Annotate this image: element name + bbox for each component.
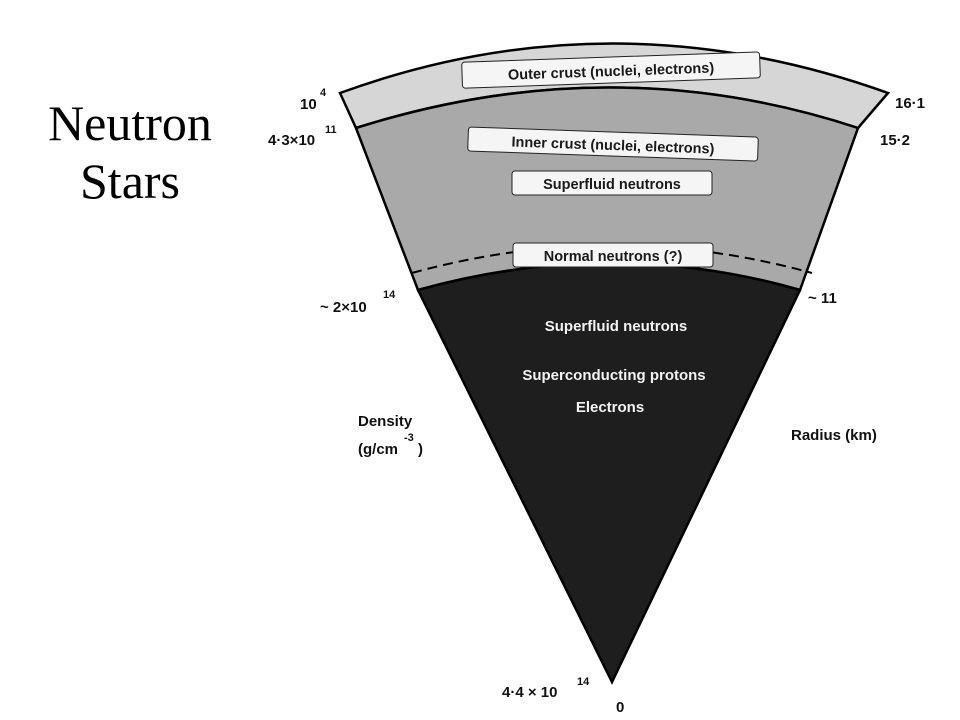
core-label-superconducting: Superconducting protons <box>522 367 705 384</box>
svg-text:4: 4 <box>320 87 327 99</box>
normal-neutrons-label-box: Normal neutrons (?) <box>512 242 714 268</box>
radius-value-3: ~ 11 <box>808 290 837 307</box>
outer-crust-label-box: Outer crust (nuclei, electrons) <box>461 51 761 89</box>
outer-crust-label: Outer crust (nuclei, electrons) <box>508 60 715 83</box>
slide-title: Neutron Stars <box>10 94 250 210</box>
svg-text:11: 11 <box>325 124 337 136</box>
normal-neutrons-boundary <box>411 244 813 274</box>
density-label: Density <box>358 413 413 430</box>
radius-value-2: 15·2 <box>880 132 910 149</box>
title-line-1: Neutron <box>48 95 212 151</box>
svg-text:4·4 × 10: 4·4 × 10 <box>502 684 557 701</box>
inner-crust-label: Inner crust (nuclei, electrons) <box>511 134 715 157</box>
radius-value-4: 0 <box>616 699 624 716</box>
density-value-2: 4·3×10 11 <box>268 124 337 149</box>
density-value-3: ~ 2×10 14 <box>320 289 396 316</box>
core-label-electrons: Electrons <box>576 399 644 416</box>
density-value-1: 10 4 <box>300 87 327 113</box>
svg-text:(g/cm: (g/cm <box>358 441 398 458</box>
density-value-4: 4·4 × 10 14 <box>502 676 590 701</box>
normal-neutrons-label: Normal neutrons (?) <box>544 249 683 265</box>
inner-superfluid-label-box: Superfluid neutrons <box>511 170 713 196</box>
svg-text:4·3×10: 4·3×10 <box>268 132 315 149</box>
inner-superfluid-label: Superfluid neutrons <box>543 177 681 193</box>
density-unit: (g/cm -3 ) <box>358 432 423 458</box>
radius-value-1: 16·1 <box>895 95 925 112</box>
svg-text:-3: -3 <box>404 432 414 444</box>
svg-text:14: 14 <box>577 676 590 688</box>
title-line-2: Stars <box>80 153 180 209</box>
svg-text:~ 2×10: ~ 2×10 <box>320 299 367 316</box>
svg-text:): ) <box>418 441 423 458</box>
core-label-superfluid: Superfluid neutrons <box>545 318 688 335</box>
svg-text:10: 10 <box>300 96 317 113</box>
radius-label: Radius (km) <box>791 427 877 444</box>
svg-text:14: 14 <box>383 289 396 301</box>
inner-crust-label-box: Inner crust (nuclei, electrons) <box>467 126 759 162</box>
